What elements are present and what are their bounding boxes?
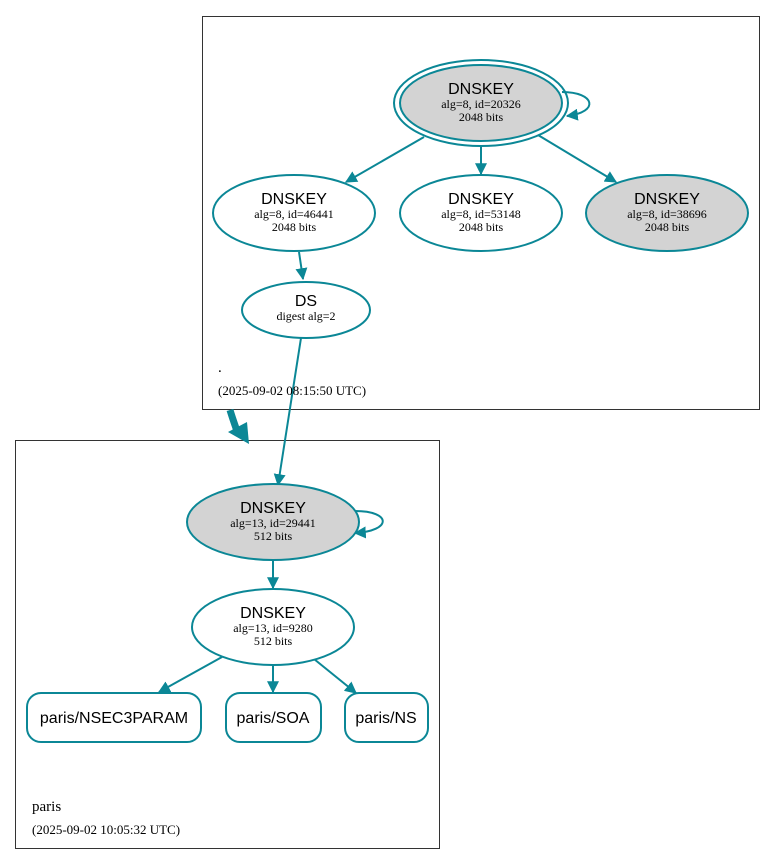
node-alg-id: alg=8, id=46441 xyxy=(254,207,334,221)
edge-ds-paris-ksk xyxy=(273,337,302,487)
dnskey-node-9280[interactable]: DNSKEY alg=13, id=9280 512 bits xyxy=(191,588,355,666)
node-title: DNSKEY xyxy=(448,191,514,208)
node-bits: 512 bits xyxy=(254,634,293,648)
edge-zsk1-ds xyxy=(295,251,308,281)
rrset-label: paris/SOA xyxy=(237,710,310,727)
node-digest: digest alg=2 xyxy=(276,309,335,323)
edge-zsk-ns xyxy=(313,658,357,694)
edge-ksk-zsk3 xyxy=(537,134,618,183)
edge-ksk-zsk1 xyxy=(344,136,425,183)
edge-paris-ksk-self xyxy=(353,510,384,539)
edge-zsk-nsec3param xyxy=(157,656,223,693)
zone-paris-name: paris xyxy=(32,799,61,815)
node-title: DNSKEY xyxy=(448,81,514,98)
zone-root-timestamp: (2025-09-02 08:15:50 UTC) xyxy=(218,383,366,398)
node-alg-id: alg=8, id=53148 xyxy=(441,207,521,221)
node-title: DS xyxy=(295,293,317,310)
dnskey-node-20326[interactable]: DNSKEY alg=8, id=20326 2048 bits xyxy=(393,59,569,147)
dnskey-node-46441[interactable]: DNSKEY alg=8, id=46441 2048 bits xyxy=(212,174,376,252)
zone-paris-timestamp: (2025-09-02 10:05:32 UTC) xyxy=(32,822,180,837)
rrset-node-ns[interactable]: paris/NS xyxy=(344,692,429,743)
node-bits: 2048 bits xyxy=(459,110,504,124)
node-title: DNSKEY xyxy=(240,500,306,517)
zone-paris-box xyxy=(15,440,440,849)
node-alg-id: alg=13, id=9280 xyxy=(233,621,313,635)
rrset-node-nsec3param[interactable]: paris/NSEC3PARAM xyxy=(26,692,202,743)
node-title: DNSKEY xyxy=(634,191,700,208)
rrset-node-soa[interactable]: paris/SOA xyxy=(225,692,322,743)
zone-root-box xyxy=(202,16,760,410)
node-bits: 2048 bits xyxy=(272,220,317,234)
node-bits: 2048 bits xyxy=(645,220,690,234)
rrset-label: paris/NS xyxy=(355,710,416,727)
rrset-label: paris/NSEC3PARAM xyxy=(40,710,188,727)
dnskey-node-38696[interactable]: DNSKEY alg=8, id=38696 2048 bits xyxy=(585,174,749,252)
node-title: DNSKEY xyxy=(261,191,327,208)
node-bits: 512 bits xyxy=(254,529,293,543)
zone-root-name: . xyxy=(218,360,222,376)
node-alg-id: alg=13, id=29441 xyxy=(230,516,316,530)
node-alg-id: alg=8, id=20326 xyxy=(441,97,521,111)
delegation-arrow xyxy=(226,408,249,444)
node-alg-id: alg=8, id=38696 xyxy=(627,207,707,221)
ds-node[interactable]: DS digest alg=2 xyxy=(241,281,371,339)
node-bits: 2048 bits xyxy=(459,220,504,234)
node-title: DNSKEY xyxy=(240,605,306,622)
edge-ksk-self xyxy=(561,91,591,121)
dnskey-node-53148[interactable]: DNSKEY alg=8, id=53148 2048 bits xyxy=(399,174,563,252)
dnskey-node-29441[interactable]: DNSKEY alg=13, id=29441 512 bits xyxy=(186,483,360,561)
